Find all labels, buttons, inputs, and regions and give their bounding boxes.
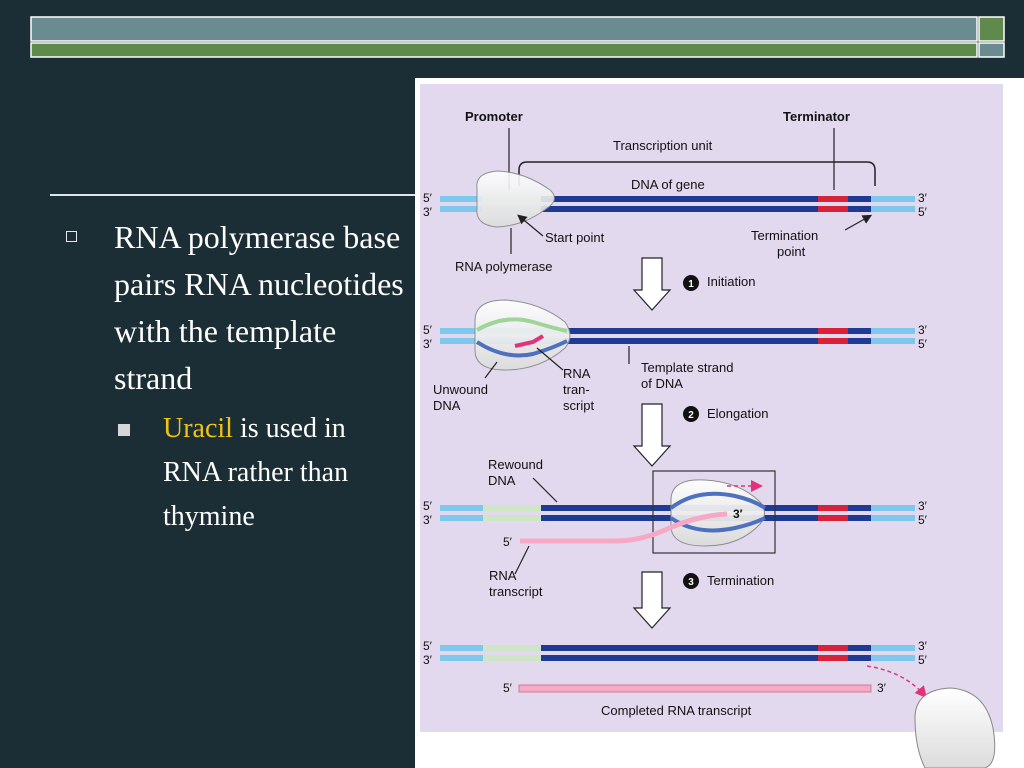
rna-3-prime-end: 3′	[877, 681, 887, 695]
rna-5-prime-end: 5′	[503, 535, 513, 549]
rna-polymerase-label: RNA polymerase	[455, 259, 553, 274]
rna-5-prime-end: 5′	[503, 681, 513, 695]
strand-end-3-top: 3′	[918, 499, 928, 513]
rna-transcript-small-label-1: RNA	[563, 366, 591, 381]
dna-of-gene-label: DNA of gene	[631, 177, 705, 192]
strand-end-3-bottom: 3′	[423, 205, 433, 219]
template-strand-label-1: Template strand	[641, 360, 734, 375]
step-1-label: Initiation	[707, 274, 755, 289]
rna-polymerase-blob	[476, 170, 555, 228]
step-1-number: 1	[688, 279, 694, 290]
transcription-diagram: Promoter Terminator Transcription unit D…	[415, 78, 1024, 768]
strand-end-5-top: 5′	[423, 499, 433, 513]
step-3-badge	[683, 573, 699, 589]
bullet-item-sub: Uracil is used in RNA rather than thymin…	[60, 407, 405, 539]
rewound-dna-label-1: Rewound	[488, 457, 543, 472]
released-polymerase-blob	[914, 687, 996, 768]
release-arrow-icon	[866, 665, 927, 699]
rna-transcript-label-1: RNA	[489, 568, 517, 583]
step-3-number: 3	[688, 577, 694, 588]
termination-point-label-1: Termination	[751, 228, 818, 243]
step-2-badge	[683, 406, 699, 422]
down-arrow-icon	[632, 257, 672, 311]
dna-row-1: 5′ 3′ 3′ 5′	[423, 170, 928, 228]
down-arrow-icon	[632, 403, 672, 467]
bullet-item-main: RNA polymerase base pairs RNA nucleotide…	[60, 214, 405, 402]
rna-transcript-small-label-3: script	[563, 398, 594, 413]
rna-3-prime-end: 3′	[733, 507, 743, 521]
strand-end-5-bottom: 5′	[918, 513, 928, 527]
completed-rna-strand	[518, 684, 872, 693]
bullet-list: RNA polymerase base pairs RNA nucleotide…	[60, 214, 405, 539]
dna-row-4: 5′ 3′ 3′ 5′ 5′ 3′	[423, 639, 928, 695]
strand-end-5-top: 5′	[423, 639, 433, 653]
completed-rna-transcript-label: Completed RNA transcript	[601, 703, 752, 718]
strand-end-3-top: 3′	[918, 191, 928, 205]
strand-end-5-top: 5′	[423, 191, 433, 205]
down-arrow-icon	[632, 571, 672, 629]
unwound-dna-label-2: DNA	[433, 398, 461, 413]
terminator-label: Terminator	[783, 109, 850, 124]
strand-end-5-bottom: 5′	[918, 653, 928, 667]
step-2-number: 2	[688, 410, 694, 421]
step-3-label: Termination	[707, 573, 774, 588]
header-bars	[30, 16, 1005, 58]
dna-row-2: 5′ 3′ 3′ 5′	[423, 299, 928, 371]
uracil-highlight: Uracil	[163, 413, 233, 444]
strand-end-5-top: 5′	[423, 323, 433, 337]
strand-end-3-top: 3′	[918, 639, 928, 653]
termination-point-label-2: point	[777, 244, 806, 259]
step-1-badge	[683, 275, 699, 291]
strand-end-3-bottom: 3′	[423, 653, 433, 667]
dna-row-3: 5′ 3′ 3′ 5′ 3′ 5′	[423, 470, 928, 554]
template-strand-label-2: of DNA	[641, 376, 683, 391]
rna-transcript-small-label-2: tran-	[563, 382, 590, 397]
rewound-dna-label-2: DNA	[488, 473, 516, 488]
unwound-dna-label-1: Unwound	[433, 382, 488, 397]
transcription-unit-label: Transcription unit	[613, 138, 713, 153]
strand-end-3-bottom: 3′	[423, 337, 433, 351]
title-divider	[50, 194, 416, 196]
start-point-label: Start point	[545, 230, 605, 245]
strand-end-5-bottom: 5′	[918, 337, 928, 351]
strand-end-3-bottom: 3′	[423, 513, 433, 527]
transcription-unit-bracket	[518, 161, 876, 186]
step-2-label: Elongation	[707, 406, 768, 421]
bullet-text-main: RNA polymerase base pairs RNA nucleotide…	[114, 219, 404, 396]
hollow-square-bullet-icon	[66, 231, 77, 242]
elongation-zoom-box	[652, 470, 776, 554]
filled-square-bullet-icon	[118, 424, 130, 436]
rna-transcript-label-2: transcript	[489, 584, 543, 599]
bullet-text-sub: is used in RNA rather than thymine	[163, 413, 349, 532]
promoter-label: Promoter	[465, 109, 523, 124]
strand-end-3-top: 3′	[918, 323, 928, 337]
strand-end-5-bottom: 5′	[918, 205, 928, 219]
